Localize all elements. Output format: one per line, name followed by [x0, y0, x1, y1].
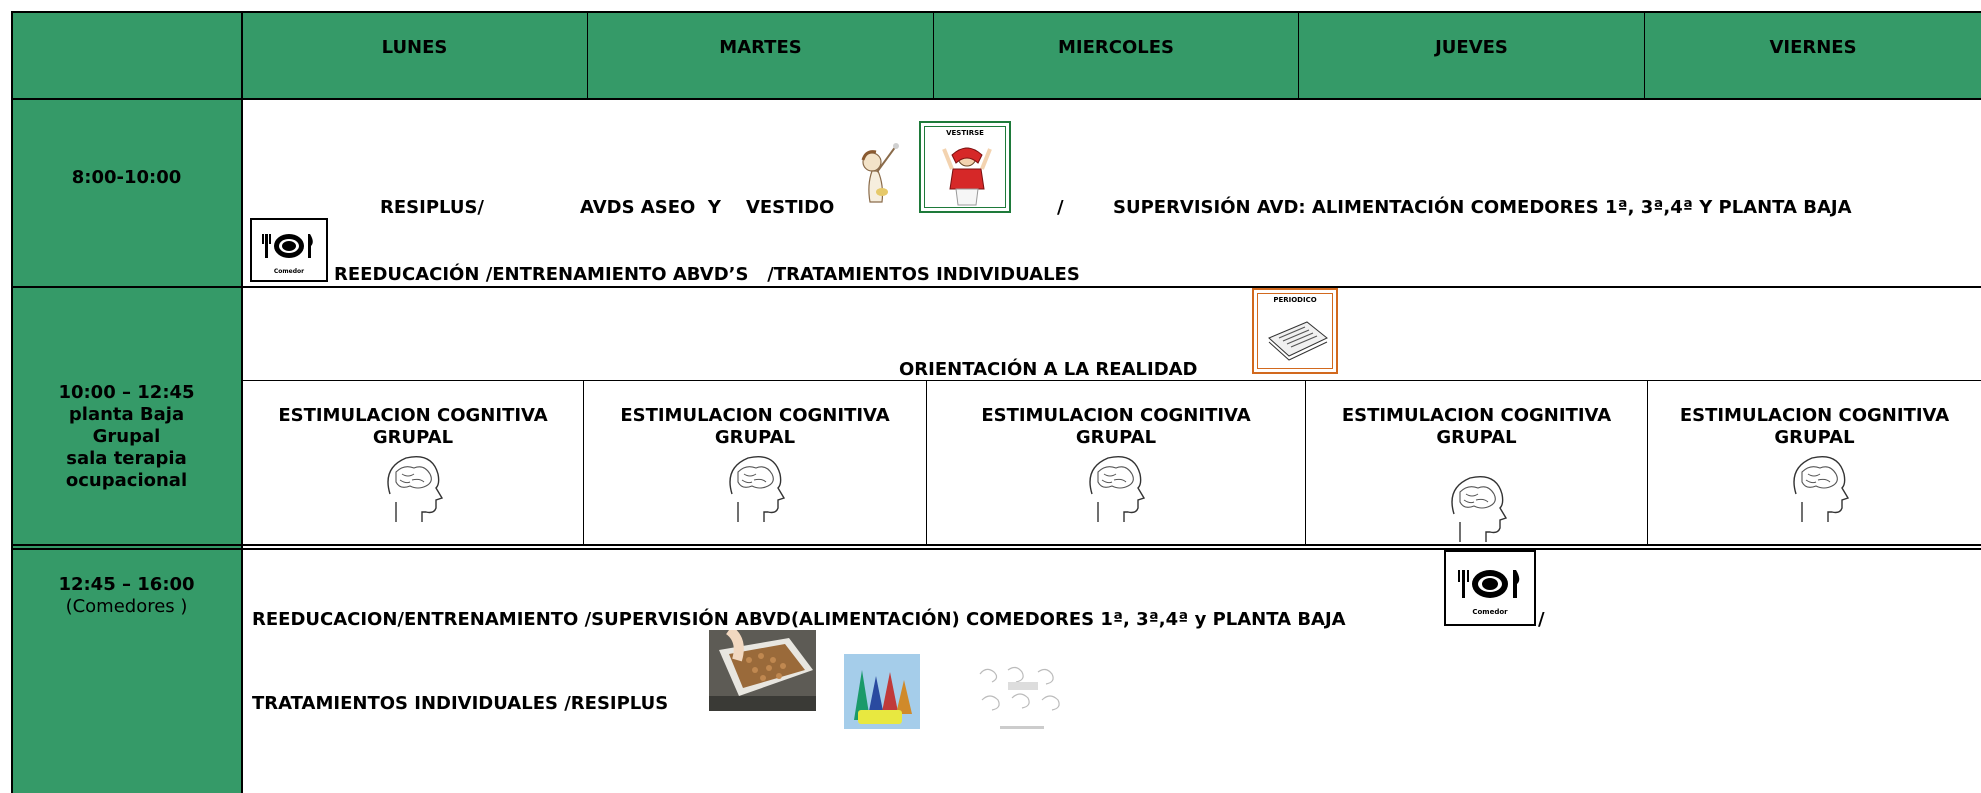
brain-head-icon	[378, 450, 448, 524]
cog-cell-line: ESTIMULACION COGNITIVA	[1341, 405, 1612, 426]
orientacion-divider	[242, 380, 1981, 381]
slot3-time-sub: (Comedores )	[65, 596, 188, 617]
cog-cell-line: GRUPAL	[1075, 427, 1157, 448]
slot2-time-line: planta Baja	[68, 404, 185, 425]
slot3-reeducacion-supervision: REEDUCACION/ENTRENAMIENTO /SUPERVISIÓN A…	[252, 609, 1346, 630]
slot2-divider-b	[11, 548, 1981, 550]
day-header-jueves: JUEVES	[1435, 36, 1508, 58]
grid-col-divider	[241, 11, 243, 793]
slot2-time: 10:00 – 12:45 planta Baja Grupal sala te…	[11, 382, 242, 492]
dressing-person-icon	[942, 147, 992, 206]
header-col-divider	[933, 11, 934, 99]
header-col-divider	[1644, 11, 1645, 99]
cog-col-divider	[1305, 380, 1306, 546]
slot1-reeducacion: REEDUCACIÓN /ENTRENAMIENTO ABVD’S /TRATA…	[334, 264, 1080, 285]
day-header-lunes: LUNES	[381, 36, 448, 58]
slot1-divider	[11, 286, 1981, 288]
cog-cell-viernes: ESTIMULACION COGNITIVA GRUPAL	[1648, 405, 1981, 449]
slot1-avds-aseo-vestido: AVDS ASEO Y VESTIDO	[580, 197, 835, 218]
vestirse-caption: VESTIRSE	[946, 129, 984, 137]
slot1-supervision-avd: SUPERVISIÓN AVD: ALIMENTACIÓN COMEDORES …	[1113, 197, 1852, 218]
slot3-tratamientos-resiplus: TRATAMIENTOS INDIVIDUALES /RESIPLUS	[252, 693, 669, 714]
cog-cell-line: ESTIMULACION COGNITIVA	[620, 405, 890, 426]
slot2-time-line: ocupacional	[65, 470, 188, 491]
hands-exercise-pictogram	[972, 660, 1072, 734]
cog-cell-line: GRUPAL	[714, 427, 796, 448]
cog-cell-line: GRUPAL	[1774, 427, 1855, 448]
cog-cell-line: ESTIMULACION COGNITIVA	[981, 405, 1251, 426]
cog-cell-line: GRUPAL	[1436, 427, 1517, 448]
beans-tray-photo	[709, 630, 816, 711]
header-row-divider	[11, 98, 1981, 100]
header-col-divider	[1298, 11, 1299, 99]
cog-col-divider	[926, 380, 927, 546]
periodico-caption: PERIODICO	[1273, 296, 1317, 304]
cog-cell-martes: ESTIMULACION COGNITIVA GRUPAL	[584, 405, 926, 449]
cog-cell-miercoles: ESTIMULACION COGNITIVA GRUPAL	[927, 405, 1305, 449]
time-column	[11, 99, 242, 793]
slot3-separator: /	[1538, 609, 1545, 630]
comedor-pictogram: Comedor	[250, 218, 328, 282]
slot2-divider-a	[11, 544, 1981, 546]
cog-col-divider	[583, 380, 584, 546]
cutlery-icon	[1458, 570, 1520, 598]
cog-cell-line: GRUPAL	[372, 427, 454, 448]
cog-cell-jueves: ESTIMULACION COGNITIVA GRUPAL	[1306, 405, 1647, 449]
brain-head-icon	[1784, 450, 1854, 524]
cog-cell-line: ESTIMULACION COGNITIVA	[278, 405, 548, 426]
corner-header-cell	[11, 12, 242, 99]
periodico-pictogram: PERIODICO	[1252, 288, 1338, 374]
day-header-viernes: VIERNES	[1769, 36, 1857, 58]
newspaper-icon	[1268, 321, 1328, 361]
comedor-caption: Comedor	[1472, 608, 1508, 616]
slot3-time: 12:45 – 16:00	[58, 574, 195, 595]
vestirse-pictogram: VESTIRSE	[919, 121, 1011, 213]
slot2-time-line: Grupal	[92, 426, 161, 447]
slot1-resiplus: RESIPLUS/	[380, 197, 484, 218]
brain-head-icon	[1442, 470, 1512, 544]
grid-border-top	[11, 11, 1981, 13]
grid-border-left	[11, 11, 13, 793]
brain-head-icon	[720, 450, 790, 524]
slot2-time-line: 10:00 – 12:45	[58, 382, 195, 403]
brain-head-icon	[1080, 450, 1150, 524]
orientacion-realidad: ORIENTACIÓN A LA REALIDAD	[899, 359, 1198, 380]
comedor-pictogram: Comedor	[1444, 550, 1536, 626]
comedor-caption: Comedor	[273, 268, 305, 275]
cones-photo	[844, 654, 920, 729]
day-header-martes: MARTES	[719, 36, 802, 58]
day-header-miercoles: MIERCOLES	[1057, 36, 1174, 58]
cog-col-divider	[1647, 380, 1648, 546]
cog-cell-lunes: ESTIMULACION COGNITIVA GRUPAL	[243, 405, 583, 449]
cog-cell-line: ESTIMULACION COGNITIVA	[1679, 405, 1950, 426]
slot1-time: 8:00-10:00	[71, 167, 182, 188]
day-header-row	[242, 12, 1981, 99]
slot2-time-line: sala terapia	[66, 448, 187, 469]
washing-person-icon	[852, 140, 904, 210]
cutlery-icon	[262, 234, 313, 258]
slot1-separator: /	[1057, 197, 1064, 218]
header-col-divider	[587, 11, 588, 99]
